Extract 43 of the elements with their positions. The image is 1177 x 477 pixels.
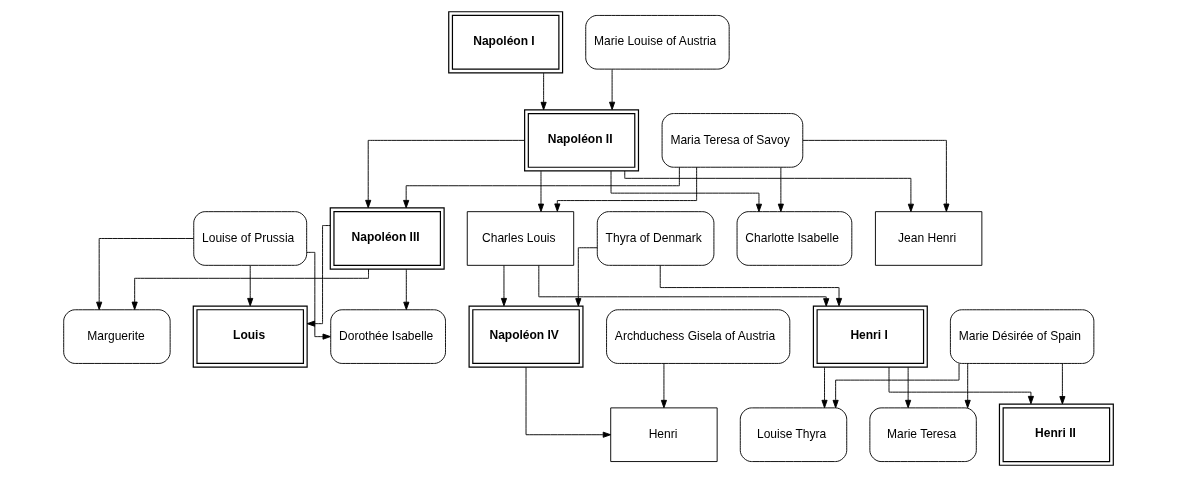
node-box: Maria Teresa of Savoy xyxy=(661,113,804,168)
arrow xyxy=(610,170,762,213)
node-box: Marie Désirée of Spain xyxy=(949,309,1095,364)
arrow xyxy=(247,265,254,307)
arrow xyxy=(905,366,912,409)
arrow xyxy=(624,170,914,213)
node-box: Archduchess Gisela of Austria xyxy=(606,309,791,364)
node-box: Marguerite xyxy=(63,309,171,364)
arrow xyxy=(659,265,843,307)
arrow xyxy=(609,68,616,111)
node-box: Thyra of Denmark xyxy=(596,211,715,266)
node-box: Marie Louise of Austria xyxy=(585,14,730,70)
arrow xyxy=(131,268,369,310)
arrow xyxy=(537,170,545,212)
arrow xyxy=(540,72,547,111)
arrow xyxy=(575,247,598,307)
arrow xyxy=(777,167,784,212)
arrow xyxy=(802,139,950,212)
arrow xyxy=(500,265,508,307)
arrow xyxy=(821,366,828,409)
arrow xyxy=(660,363,667,409)
node-box: Jean Henri xyxy=(874,211,983,266)
arrow xyxy=(832,363,960,409)
node-box: Henri xyxy=(610,407,718,463)
arrow xyxy=(538,265,830,307)
arrow xyxy=(888,366,1034,405)
arrow xyxy=(96,238,194,310)
node-box: Charlotte Isabelle xyxy=(736,211,853,266)
node-box: Louise Thyra xyxy=(739,407,848,463)
arrow xyxy=(365,139,525,209)
node-box: Dorothée Isabelle xyxy=(330,309,446,364)
node-box: Marie Teresa xyxy=(869,407,977,463)
arrow xyxy=(1059,363,1066,405)
arrow xyxy=(306,251,331,340)
arrow xyxy=(554,166,698,212)
node-box: Louise of Prussia xyxy=(193,211,308,266)
arrow xyxy=(964,363,971,409)
node-box: Charles Louis xyxy=(466,211,575,266)
arrow xyxy=(403,166,680,209)
arrow xyxy=(403,268,410,311)
arrow xyxy=(525,366,612,438)
node-box: Napoléon III xyxy=(329,207,445,270)
arrow xyxy=(306,225,331,327)
